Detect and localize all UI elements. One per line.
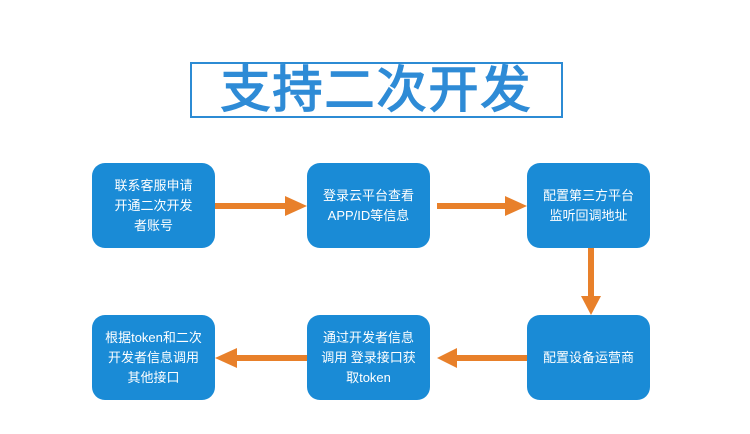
arrow-left-icon-4 (437, 345, 527, 371)
arrow-right-icon-1 (215, 193, 307, 219)
flow-node-6-label: 根据token和二次 开发者信息调用 其他接口 (105, 329, 202, 385)
flow-node-3[interactable]: 配置第三方平台 监听回调地址 (527, 163, 650, 248)
arrow-down-icon-3 (578, 248, 604, 315)
flow-node-5-label: 通过开发者信息 调用 登录接口获 取token (321, 329, 416, 385)
flow-node-6[interactable]: 根据token和二次 开发者信息调用 其他接口 (92, 315, 215, 400)
arrow-right-icon-2 (437, 193, 527, 219)
flow-node-5[interactable]: 通过开发者信息 调用 登录接口获 取token (307, 315, 430, 400)
flow-node-3-label: 配置第三方平台 监听回调地址 (542, 187, 634, 223)
arrow-left-icon-5 (215, 345, 307, 371)
flow-node-1-label: 联系客服申请 开通二次开发 者账号 (114, 177, 193, 233)
flow-node-1[interactable]: 联系客服申请 开通二次开发 者账号 (92, 163, 215, 248)
title-border-box (190, 62, 563, 118)
flow-node-4[interactable]: 配置设备运营商 (527, 315, 650, 400)
flow-node-2-label: 登录云平台查看 APP/ID等信息 (322, 187, 414, 223)
flow-node-2[interactable]: 登录云平台查看 APP/ID等信息 (307, 163, 430, 248)
flow-node-4-label: 配置设备运营商 (542, 349, 634, 365)
page-title: 支持二次开发 (220, 62, 533, 118)
